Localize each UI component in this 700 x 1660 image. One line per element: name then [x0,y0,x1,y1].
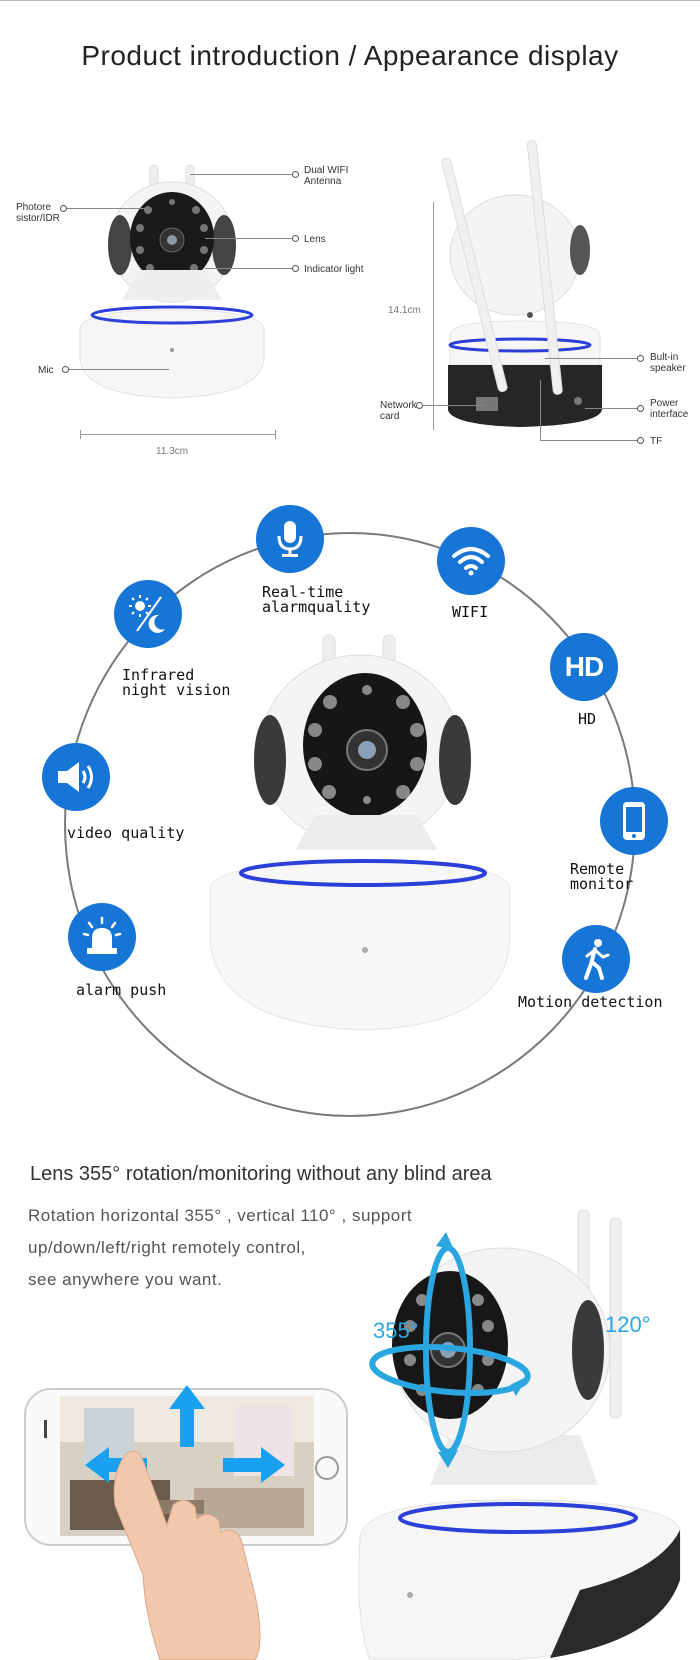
feature-microphone [256,505,324,573]
antenna-label: Dual WIFI Antenna [304,165,349,187]
speaker-dot [637,355,644,362]
rotation-description: Rotation horizontal 355° , vertical 110°… [28,1200,412,1296]
feature-alarm-label: alarm push [76,981,167,999]
phone-icon [623,802,645,840]
feature-speaker [42,743,110,811]
height-dimension-line [433,202,434,430]
antenna-leader [190,174,294,175]
feature-hd-label: HD [578,710,597,728]
lens-dot [292,235,299,242]
horizontal-rotation-label: 355° [373,1318,419,1343]
speaker-leader [545,358,640,359]
hd-icon: HD [564,651,604,682]
indicator-label: Indicator light [304,264,364,275]
power-leader [585,408,640,409]
mic-label: Mic [38,365,54,376]
photoresistor-leader [67,208,147,209]
rotation-line-3: see anywhere you want. [28,1270,223,1289]
page-title: Product introduction / Appearance displa… [81,40,619,71]
tf-dot [637,437,644,444]
feature-motion-label: Motion detection [518,993,663,1011]
direction-arrows [85,1385,285,1483]
feature-speaker-label: video quality [67,824,185,842]
feature-phone [600,787,668,855]
walking-person-icon [584,939,610,980]
microphone-icon [277,521,303,557]
top-divider [0,0,700,1]
power-dot [637,405,644,412]
height-dimension: 14.1cm [388,305,421,316]
arrow-left-icon [85,1447,147,1483]
mic-leader [69,369,169,370]
width-tick-left [80,430,81,439]
lens-label: Lens [304,234,326,245]
rotation-heading: Lens 355° rotation/monitoring without an… [30,1163,492,1185]
rotating-camera-image [358,1209,681,1660]
feature-night-vision [114,580,182,648]
feature-wifi-label: WIFI [452,603,489,621]
feature-hd: HD [550,633,618,701]
photoresistor-dot [60,205,67,212]
speaker-label: Bult-in speaker [650,352,686,374]
tf-leader-vertical [540,380,541,440]
network-leader [423,405,483,406]
indicator-dot [292,265,299,272]
mic-dot [62,366,69,373]
front-camera-image [79,164,265,399]
speaker-icon [58,762,93,792]
rotation-line-1: Rotation horizontal 355° , vertical 110°… [28,1206,413,1225]
alarm-icon [82,916,122,954]
feature-phone-label: Remote monitor [570,860,634,893]
indicator-leader [205,268,295,269]
hand-image [113,1450,261,1660]
feature-wifi [437,527,505,595]
night-vision-icon [129,595,165,633]
wifi-icon [452,547,490,576]
power-label: Power interface [650,398,689,420]
width-tick-right [275,430,276,439]
arrow-right-icon [223,1447,285,1483]
network-label: Network card [380,400,417,422]
back-camera-image [441,140,602,427]
antenna-dot [292,171,299,178]
feature-night-vision-label: Infrared night vision [122,666,231,699]
feature-motion [562,925,630,993]
width-dimension-line [80,434,276,435]
vertical-rotation-label: 120° [605,1312,651,1337]
network-dot [416,402,423,409]
rotation-line-2: up/down/left/right remotely control, [28,1238,306,1257]
width-dimension: 11.3cm [156,446,189,457]
center-camera-image [209,634,511,1031]
lens-leader [205,238,295,239]
tf-leader [540,440,640,441]
feature-alarm [68,903,136,971]
arrow-up-icon [169,1385,205,1447]
feature-microphone-label: Real-time alarmquality [262,583,371,616]
photoresistor-label: Photore sistor/IDR [16,202,60,224]
tf-label: TF [650,436,663,447]
